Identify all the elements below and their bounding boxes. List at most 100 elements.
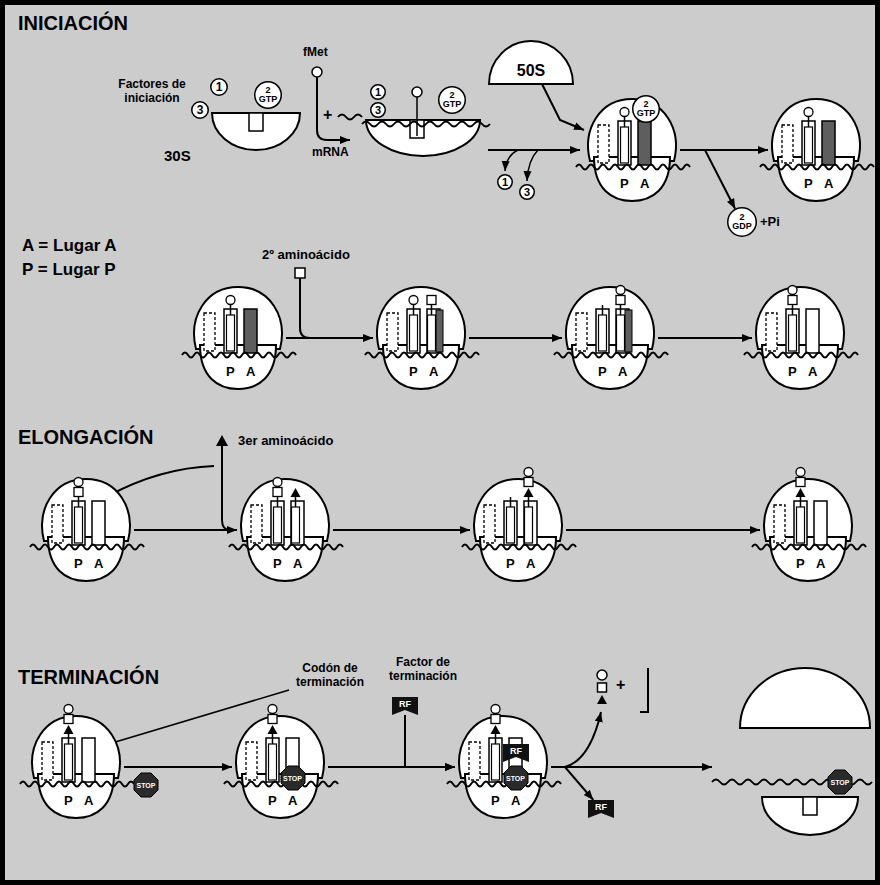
amino-acid xyxy=(796,478,805,487)
flow-arrow xyxy=(680,150,735,209)
text-holder: RF xyxy=(392,697,418,715)
site-label: P xyxy=(790,557,811,570)
trna-body xyxy=(269,744,277,780)
trna-stem xyxy=(808,117,810,127)
label-holder: P = Lugar P xyxy=(22,260,116,280)
p-site xyxy=(803,797,817,815)
ribosome: PARFSTOP xyxy=(455,712,551,822)
factor-circle: 2GTP xyxy=(254,81,282,109)
trna-stem xyxy=(602,305,604,315)
flow-arrow xyxy=(405,715,455,767)
text-holder: PA xyxy=(220,365,261,378)
amino-acid xyxy=(64,715,73,724)
mrna-strand xyxy=(362,122,490,127)
amino-acid xyxy=(412,87,422,97)
flag-shape xyxy=(392,697,418,715)
p-site xyxy=(271,501,284,545)
flag-shape xyxy=(588,800,614,818)
trna-stem xyxy=(230,305,232,315)
trna-body xyxy=(789,315,797,351)
amino-acid xyxy=(616,296,625,305)
mrna-strand xyxy=(554,353,668,358)
a-site xyxy=(82,738,95,782)
site-label: A xyxy=(613,365,634,378)
p-site xyxy=(802,121,815,165)
factor-circle: 3 xyxy=(191,101,209,119)
ribosome: PA xyxy=(373,283,469,393)
amino-acid xyxy=(524,478,533,487)
trna-body xyxy=(428,315,436,351)
shape-label: 3 xyxy=(524,187,530,198)
mrna-strand xyxy=(462,545,576,550)
e-site xyxy=(246,742,257,780)
site-label: A xyxy=(424,365,445,378)
trna-body xyxy=(227,315,235,351)
p-site xyxy=(786,309,799,353)
mrna-strand xyxy=(20,782,134,787)
circle-outline xyxy=(728,208,757,237)
shape-label: 2 xyxy=(739,213,744,222)
amino-acid xyxy=(273,488,282,497)
flow-arrow xyxy=(286,337,373,339)
text-holder: 3 xyxy=(519,184,535,200)
circle-outline xyxy=(371,85,386,100)
trna-body xyxy=(274,507,282,543)
factor-circle: 1 xyxy=(370,84,386,100)
node-outline xyxy=(584,95,680,205)
flow-arrow xyxy=(333,529,470,531)
amino-acid xyxy=(616,286,625,295)
p-site xyxy=(794,501,807,545)
trna-stem xyxy=(222,446,230,530)
a-site xyxy=(638,121,651,165)
site-label: A xyxy=(79,794,100,807)
trna-stem xyxy=(295,497,297,507)
site-label: A xyxy=(635,177,656,190)
trna-body xyxy=(292,507,300,543)
circle-outline xyxy=(255,82,282,109)
e-site xyxy=(469,742,480,780)
amino-acid-label: 2º aminoácido xyxy=(262,248,350,263)
trna-arrow xyxy=(317,77,350,140)
trna-body xyxy=(797,507,805,543)
trna-stem xyxy=(78,497,80,507)
site-label: A xyxy=(241,365,262,378)
shape-label: 30S xyxy=(164,148,191,163)
site-label: P xyxy=(798,177,819,190)
shape-label: 3 xyxy=(375,105,381,116)
shape-label: GTP xyxy=(637,109,656,118)
amino-acid xyxy=(427,296,436,305)
large-subunit: 50S xyxy=(488,40,574,84)
plus-sign: + xyxy=(616,676,625,694)
factor-circle: 3 xyxy=(370,102,386,118)
site-label: P xyxy=(267,557,288,570)
stop-codon: STOP xyxy=(133,772,159,798)
mrna-strand xyxy=(229,545,343,550)
text-holder: STOP xyxy=(133,772,159,798)
shape-label: STOP xyxy=(506,775,525,782)
plus-sign: + xyxy=(323,106,332,124)
e-site xyxy=(484,505,495,543)
shape-label: STOP xyxy=(137,782,156,789)
site-label: P xyxy=(403,365,424,378)
amino-acid xyxy=(312,67,322,77)
factor-label: Factor de terminación xyxy=(380,656,466,684)
ribosome: PA xyxy=(752,283,848,393)
a-site xyxy=(814,501,827,545)
shape-label: 50S xyxy=(517,63,545,79)
release-arrow xyxy=(505,150,518,171)
factor-circle: 1 xyxy=(210,78,228,96)
circle-outline xyxy=(498,175,513,190)
e-site xyxy=(204,313,215,351)
text-holder: 3 xyxy=(191,101,209,119)
site-label: P xyxy=(592,365,613,378)
trna-stem xyxy=(800,497,802,507)
amino-acid xyxy=(524,488,534,497)
amino-acid xyxy=(74,478,83,487)
flag-shape xyxy=(503,744,529,762)
site-label: A xyxy=(521,557,542,570)
ribosome: PASTOP xyxy=(232,712,328,822)
shape-label: 2 xyxy=(449,91,454,100)
factor-circle: 2GTP xyxy=(438,86,466,114)
small-subunit: 30S xyxy=(160,113,300,168)
